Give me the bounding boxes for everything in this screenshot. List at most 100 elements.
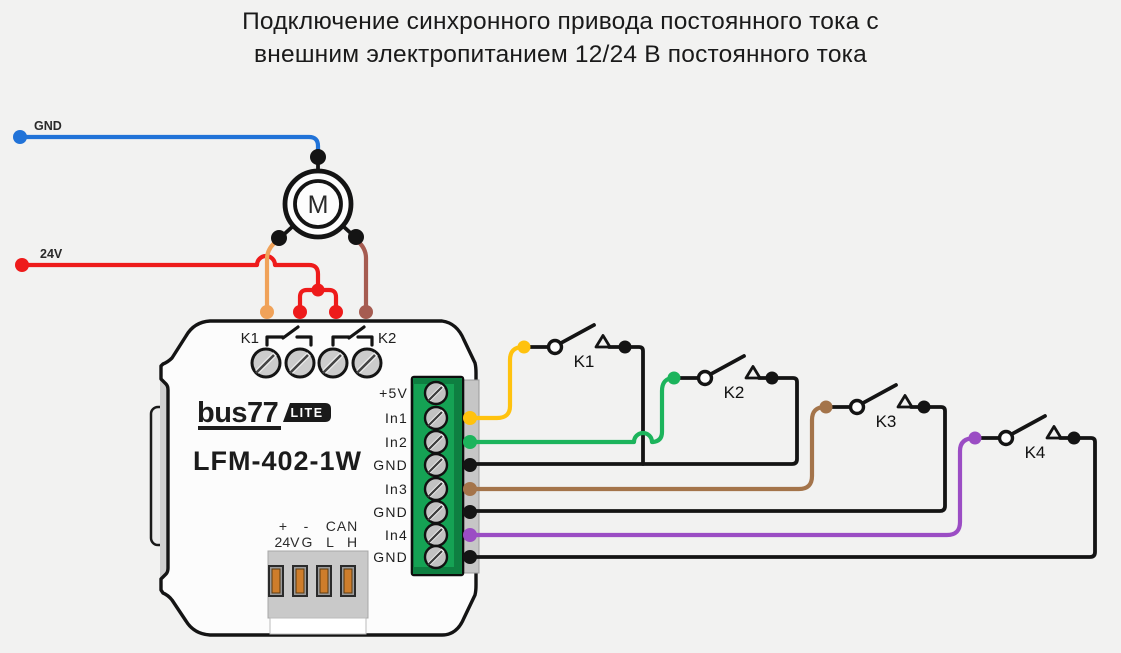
switch-k4-joint-dot [968,431,982,445]
relay-screw-terminals [250,347,383,379]
switch-k4-lever [1010,414,1047,436]
connector-pin [340,565,356,597]
terminal-label-in1: In1 [385,410,408,426]
switch-k2-pivot-circle [696,369,714,387]
switch-k3: K3 [819,383,931,431]
switch-k3-pivot-circle [848,398,866,416]
device-left-recess [160,368,170,590]
motor-wire-left [264,237,281,313]
connector-plus-label: + [279,518,287,534]
relay-k2-contact-symbol [331,325,374,347]
switch-k4: K4 [968,414,1081,462]
gnd-wire [17,134,321,155]
terminal-screw [423,405,449,431]
gnd1-terminal-dot [463,458,477,472]
terminal-label-in2: In2 [385,434,408,450]
terminal-label-gnd2: GND [373,504,408,520]
terminal-label-in3: In3 [385,481,408,497]
v24-wire [19,253,321,293]
gnd3-terminal-dot [463,550,477,564]
switch-k2-lever [709,354,746,376]
connector-pin [268,565,284,597]
can-power-connector: + - CAN 24V G L H [267,518,369,635]
terminal-screw [423,544,449,570]
brand-logo: bus77 LITE [197,397,331,430]
v24-rail-label: 24V [40,247,63,261]
motor-top-terminal-dot [310,149,326,165]
diagram-title: Подключение синхронного привода постоянн… [0,5,1121,71]
in2-wire [467,375,677,445]
switch-k3-label: K3 [876,412,897,431]
motor-symbol: M [271,149,364,246]
switch-k3-contact-dot [917,400,931,414]
connector-pin [292,565,308,597]
switch-k3-joint-dot [819,400,833,414]
switch-k1-contact-dot [618,340,632,354]
terminal-label-5v: +5V [379,385,408,401]
relay1-no-terminal-dot [293,305,307,319]
switch-k4-label: K4 [1025,443,1046,462]
relay-k1-contact-symbol [265,325,313,347]
terminal-label-in4: In4 [385,527,408,543]
connector-l-label: L [326,534,334,550]
switch-k3-return-wire [468,405,947,513]
motor-wire-left-terminal-dot [260,305,274,319]
gnd2-terminal-dot [463,505,477,519]
switch-k2-joint-dot [667,371,681,385]
motor-inner-ring [293,179,343,229]
v24-wire-end-dot [15,258,29,272]
switch-k1-stop-triangle [594,334,612,349]
motor-wire-right-terminal-dot [359,305,373,319]
device-model-label: LFM-402-1W [193,446,362,476]
motor-label: M [308,191,329,219]
terminal-block-shade-bottom [413,567,462,574]
v24-rail: 24V [15,247,343,319]
in1-wire [467,344,526,421]
connector-h-label: H [347,534,357,550]
terminal-screw [423,452,449,478]
switch-k1-label: K1 [574,352,595,371]
switch-k2: K2 [667,354,779,402]
switch-k4-stop-triangle [1045,425,1063,440]
connector-24v-label: 24V [275,534,301,550]
connector-g-label: G [302,534,313,550]
diagram-title-line1: Подключение синхронного привода постоянн… [242,8,879,35]
terminal-label-gnd1: GND [373,457,408,473]
switch-k2-return-wire [468,376,799,466]
switch-k4-return-wire [468,436,1097,559]
motor-left-terminal-dot [271,230,287,246]
switch-k2-label: K2 [724,383,745,402]
switch-k1-pivot-circle [546,338,564,356]
in3-wire [467,404,828,492]
v24-junction-dot [311,283,325,297]
gnd-wire-end-dot [13,130,27,144]
relay-contacts: K1 K2 [241,325,396,347]
switch-k1-lever [559,323,596,345]
screw-terminal [317,347,349,379]
in4-terminal-dot [463,528,477,542]
terminal-screws [423,380,449,570]
brand-badge-label: LITE [290,406,323,420]
switch-k3-lever [861,383,898,405]
connector-minus-label: - [304,518,309,534]
switch-k2-contact-dot [765,371,779,385]
terminal-screw [423,522,449,548]
in1-terminal-dot [463,411,477,425]
terminal-screw [423,499,449,525]
in3-terminal-dot [463,482,477,496]
screw-terminal [351,347,383,379]
motor-right-terminal-dot [348,229,364,245]
in2-terminal-dot [463,435,477,449]
brand-badge [283,403,331,422]
terminal-block-shade-right [454,379,462,573]
switch-k2-stop-triangle [744,365,762,380]
switch-k1: K1 [517,323,632,371]
in4-wire [467,435,978,538]
switch-k4-contact-dot [1067,431,1081,445]
relay2-no-terminal-dot [329,305,343,319]
switch-k3-stop-triangle [896,394,914,409]
terminal-screw [423,429,449,455]
terminal-block-recess [461,379,480,574]
